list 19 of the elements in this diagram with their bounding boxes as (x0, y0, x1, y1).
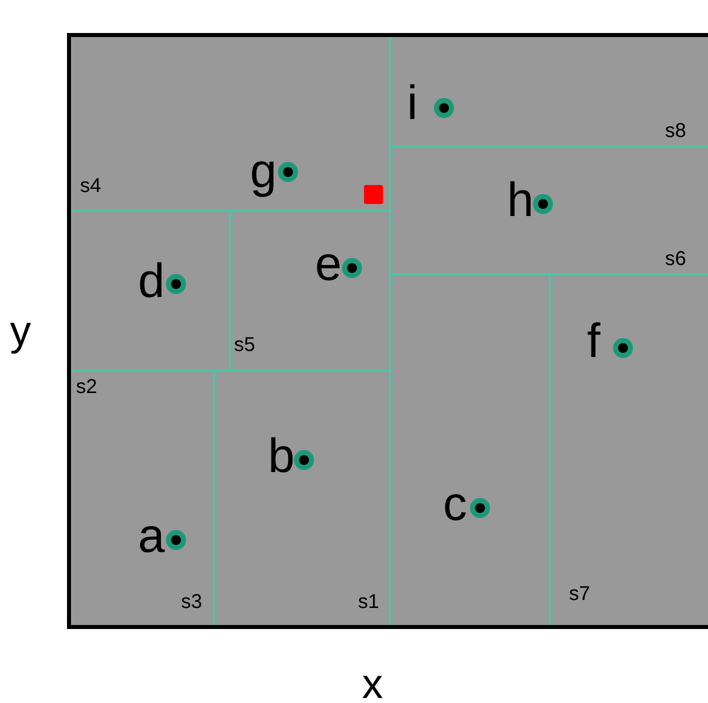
point-label: c (443, 481, 467, 529)
point-label: i (407, 80, 418, 128)
point-label: g (250, 148, 277, 196)
split-label: s8 (665, 121, 686, 141)
split-label: s4 (80, 176, 102, 196)
point-label: a (138, 513, 165, 561)
split-label: s1 (358, 592, 380, 612)
split-label: s7 (569, 584, 590, 604)
split-label: s3 (181, 592, 202, 612)
point-label: f (587, 318, 600, 366)
point-label: e (315, 241, 342, 289)
point-label: h (507, 177, 534, 225)
split-label: s6 (665, 249, 686, 269)
point-label: d (138, 258, 165, 306)
point-label: b (268, 433, 295, 481)
axis-label: x (362, 663, 383, 703)
axis-label: y (10, 310, 31, 352)
split-label: s2 (76, 377, 98, 397)
split-label: s5 (234, 335, 256, 355)
